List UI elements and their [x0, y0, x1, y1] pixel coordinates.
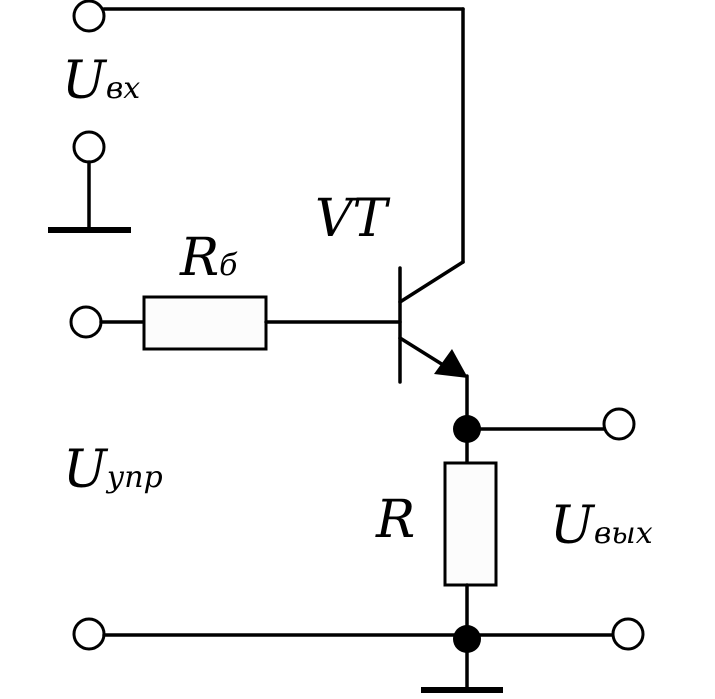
- load-resistor: [443, 461, 498, 587]
- control-terminal-bottom: [72, 617, 106, 651]
- label-u-in-sub: вх: [105, 71, 141, 106]
- label-rb-sub: б: [219, 248, 238, 283]
- label-r-main: R: [376, 490, 416, 550]
- label-u-out: Uвых: [550, 500, 653, 552]
- label-vt: VT: [315, 193, 387, 245]
- input-terminal-bottom: [72, 130, 106, 164]
- emitter-arrow-icon: [434, 349, 468, 378]
- label-r: R: [376, 494, 415, 546]
- output-terminal-top: [602, 407, 636, 441]
- label-rb: Rб: [180, 232, 237, 284]
- label-rb-main: R: [180, 228, 220, 288]
- input-terminal-top: [72, 0, 106, 33]
- label-u-out-main: U: [550, 496, 594, 556]
- label-u-ctrl-main: U: [63, 440, 107, 500]
- output-terminal-bottom: [611, 617, 645, 651]
- label-vt-main: VT: [315, 189, 388, 249]
- label-u-in: Uвх: [62, 55, 140, 107]
- label-u-in-main: U: [62, 51, 106, 111]
- label-u-ctrl-sub: упр: [106, 460, 163, 495]
- base-resistor: [142, 295, 268, 351]
- transistor-emitter: [398, 336, 450, 370]
- label-u-out-sub: вых: [593, 516, 653, 551]
- transistor-collector: [398, 260, 465, 304]
- label-u-ctrl: Uупр: [63, 444, 163, 496]
- control-terminal: [69, 305, 103, 339]
